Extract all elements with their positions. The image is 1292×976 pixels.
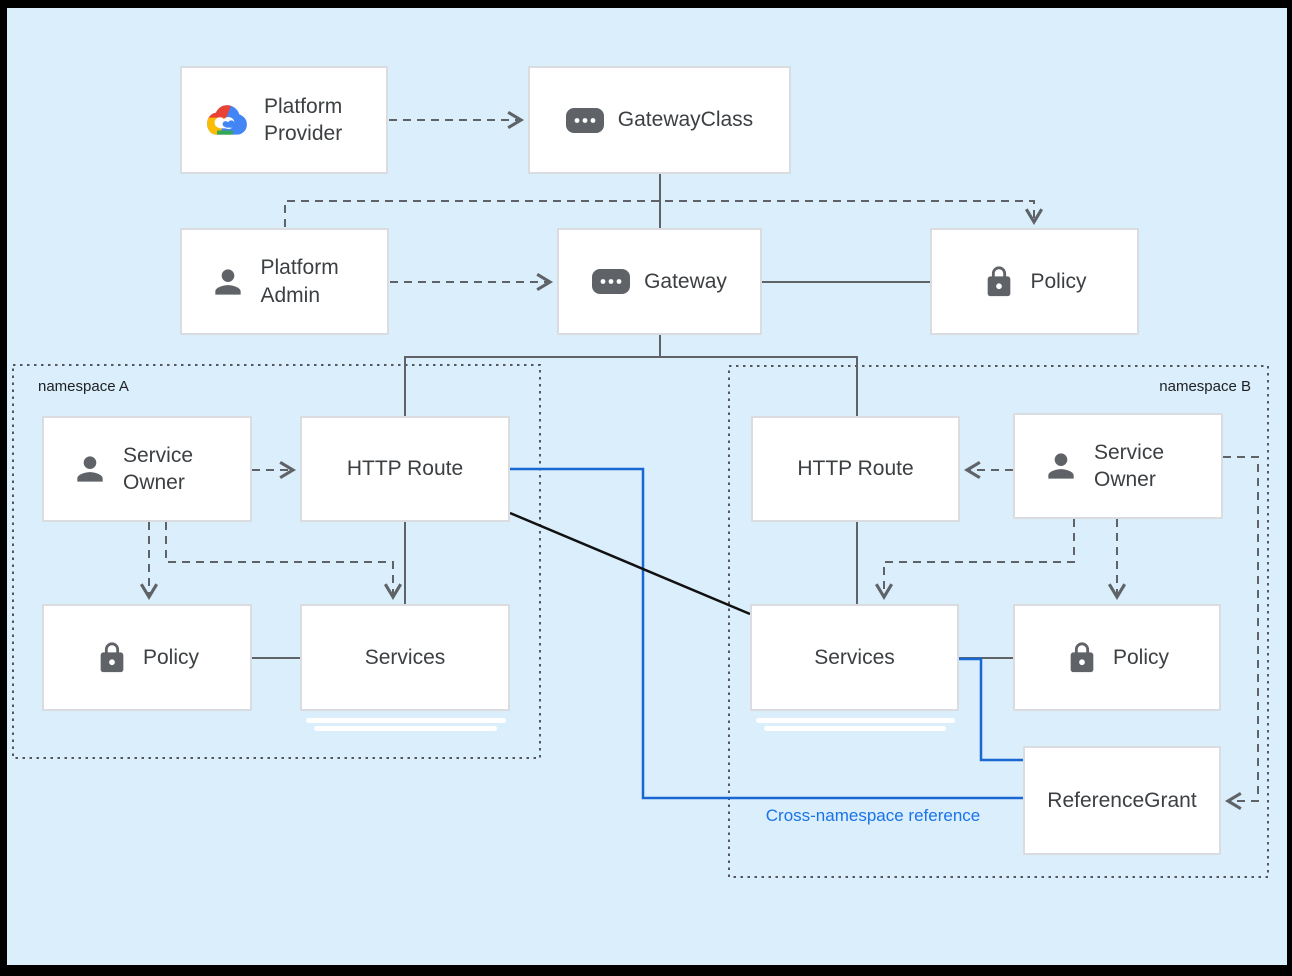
node-gateway: Gateway bbox=[557, 228, 762, 335]
namespace-b-label: namespace B bbox=[1159, 378, 1251, 395]
google-cloud-icon bbox=[204, 102, 250, 139]
node-label: Policy bbox=[1112, 645, 1170, 669]
node-label: HTTP Route bbox=[346, 457, 464, 481]
services-stack-decoration bbox=[756, 718, 955, 723]
node-platform-provider: Platform Provider bbox=[180, 66, 388, 174]
node-label: Services bbox=[814, 645, 895, 669]
node-label: Gateway bbox=[644, 269, 727, 293]
services-stack-decoration bbox=[314, 726, 497, 731]
person-icon bbox=[209, 263, 247, 301]
node-policy-b: Policy bbox=[1013, 604, 1221, 711]
cross-namespace-reference-label: Cross-namespace reference bbox=[765, 806, 981, 825]
edge-owner-a-services-a bbox=[165, 522, 403, 601]
node-label: Platform Admin bbox=[260, 256, 339, 307]
node-label: HTTP Route bbox=[797, 457, 914, 481]
person-icon bbox=[1042, 447, 1080, 485]
node-http-route-b: HTTP Route bbox=[751, 416, 960, 522]
node-label: Platform Provider bbox=[264, 94, 343, 145]
node-label: Policy bbox=[142, 645, 200, 669]
node-services-b: Services bbox=[750, 604, 959, 731]
lock-icon bbox=[95, 640, 129, 676]
edge-owner-b-referencegrant bbox=[1223, 456, 1259, 811]
node-service-owner-a: Service Owner bbox=[42, 416, 252, 522]
node-http-route-a: HTTP Route bbox=[300, 416, 510, 522]
node-platform-admin: Platform Admin bbox=[180, 228, 389, 335]
lock-icon bbox=[1065, 640, 1099, 676]
node-policy-top: Policy bbox=[930, 228, 1139, 335]
resource-chip-icon bbox=[592, 269, 631, 294]
resource-chip-icon bbox=[565, 107, 604, 133]
node-label: Policy bbox=[1030, 269, 1087, 293]
services-stack-decoration bbox=[764, 726, 946, 731]
edge-gateway-routes bbox=[404, 335, 858, 416]
edge-admin-policy bbox=[284, 200, 1044, 227]
node-reference-grant: ReferenceGrant bbox=[1023, 746, 1221, 855]
namespace-a-label: namespace A bbox=[38, 378, 129, 395]
node-policy-a: Policy bbox=[42, 604, 252, 711]
person-icon bbox=[71, 450, 109, 488]
node-label: GatewayClass bbox=[617, 108, 754, 132]
services-stack-decoration bbox=[306, 718, 506, 723]
edge-blue-services-b-referencegrant bbox=[959, 657, 1023, 762]
edge-black-httproute-a-services-b bbox=[509, 511, 751, 616]
edge-blue-httproute-a-referencegrant bbox=[510, 467, 1023, 800]
lock-icon bbox=[982, 264, 1016, 300]
node-gateway-class: GatewayClass bbox=[528, 66, 791, 174]
node-service-owner-b: Service Owner bbox=[1013, 413, 1223, 519]
node-label: Services bbox=[364, 645, 446, 669]
edge-owner-b-services-b bbox=[874, 519, 1075, 601]
namespace-a-boundary bbox=[12, 364, 541, 759]
node-label: Service Owner bbox=[123, 443, 194, 494]
node-services-a: Services bbox=[300, 604, 510, 731]
node-label: Service Owner bbox=[1094, 440, 1165, 491]
node-label: ReferenceGrant bbox=[1047, 788, 1197, 812]
